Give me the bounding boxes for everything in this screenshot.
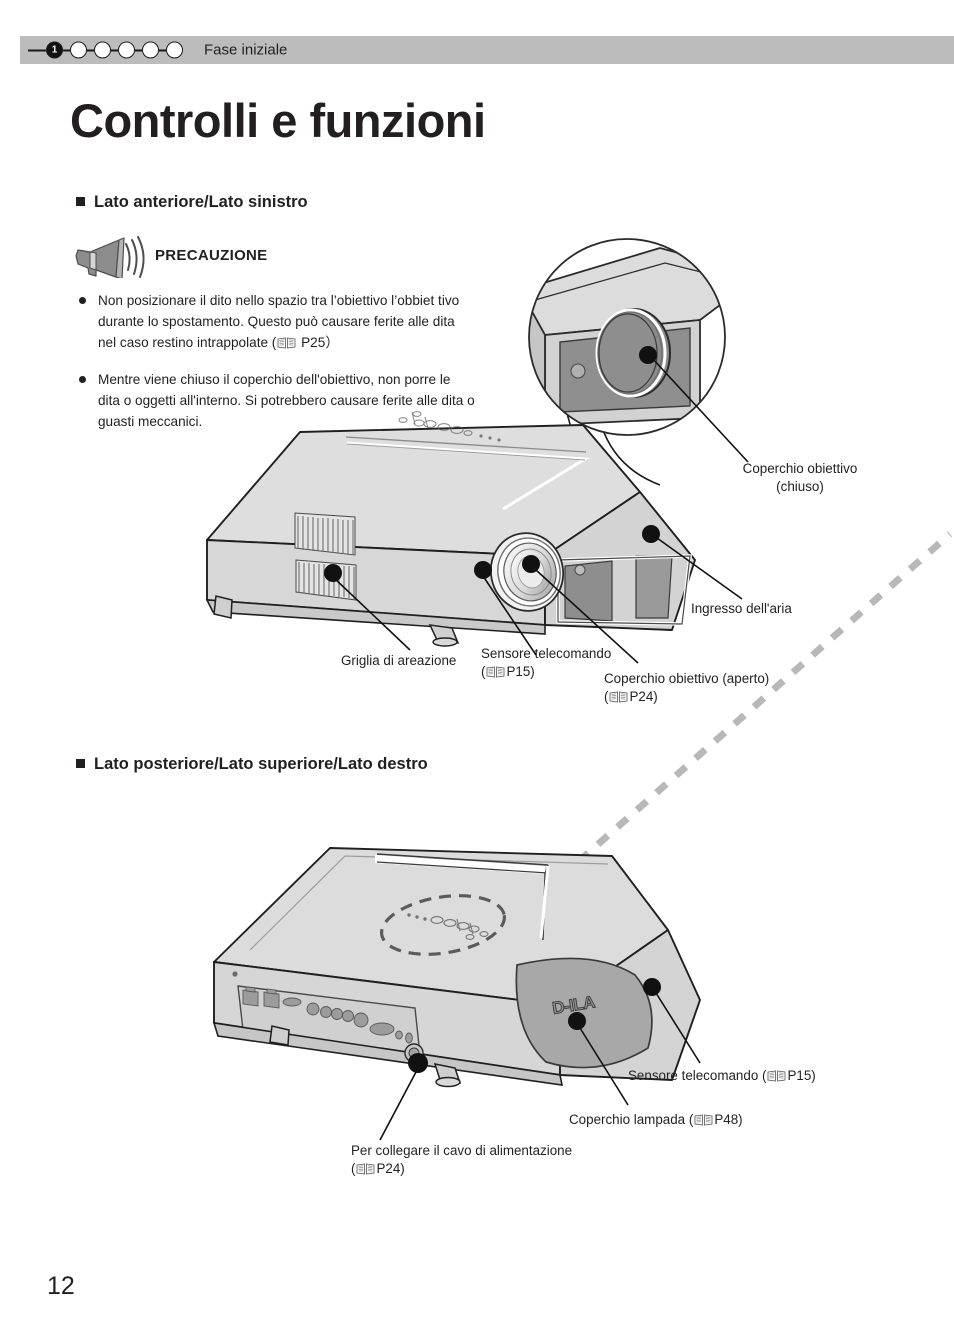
- callout-dot-air-intake: [642, 525, 660, 543]
- svg-text:D-ILA: D-ILA: [551, 992, 596, 1017]
- step-dot-5[interactable]: [142, 41, 159, 59]
- page-number: 12: [47, 1272, 75, 1300]
- section-heading-rear-label: Lato posteriore/Lato superiore/Lato dest…: [94, 755, 428, 773]
- callout-dot-lens-cover-open: [522, 555, 540, 573]
- dashed-guide-line: [517, 531, 953, 916]
- callout-lens-cover-closed-line1: Coperchio obiettivo: [742, 461, 858, 476]
- callout-dot-remote-sensor: [474, 561, 492, 579]
- section-heading-front: Lato anteriore/Lato sinistro: [76, 193, 308, 212]
- callout-remote-sensor-rear: Sensore telecomando ( P15): [628, 1067, 816, 1085]
- callout-lens-cover-closed-line2: (chiuso): [776, 479, 824, 494]
- chapter-step-bar: 1 Fase iniziale: [20, 36, 954, 64]
- callout-remote-sensor-front: Sensore telecomando (P15): [481, 645, 611, 681]
- callout-dot-lamp-cover: [568, 1012, 586, 1030]
- projector-rear-top-right-body: D-ILA: [212, 847, 701, 1088]
- book-reference-icon: [694, 1113, 713, 1126]
- callout-remote-sensor-front-line2: (P15): [481, 664, 535, 679]
- step-lead-line: [28, 49, 46, 51]
- caution-item-1-text-after: ）: [325, 335, 339, 350]
- step-dot-1-label: 1: [51, 44, 58, 55]
- step-connector-5: [159, 49, 166, 51]
- bullet-dot-icon: [79, 297, 86, 304]
- callout-air-intake: Ingresso dell'aria: [691, 600, 792, 618]
- callout-remote-sensor-front-line1: Sensore telecomando: [481, 646, 612, 661]
- callout-air-intake-label: Ingresso dell'aria: [691, 601, 792, 616]
- callout-lamp-cover-line2: P48): [714, 1112, 743, 1127]
- step-connector-4: [135, 49, 142, 51]
- callout-power-cord-line2: (P24): [351, 1161, 405, 1176]
- bullet-dot-icon: [79, 376, 86, 383]
- caution-item-1: Non posizionare il dito nello spazio tra…: [76, 290, 476, 353]
- bullet-square-icon: [76, 759, 85, 768]
- chapter-label: Fase iniziale: [204, 41, 288, 59]
- step-indicator-track: 1: [28, 41, 183, 59]
- caution-title: PRECAUZIONE: [155, 247, 268, 264]
- callout-lens-cover-open: Coperchio obiettivo (aperto) (P24): [604, 670, 769, 706]
- section-heading-front-label: Lato anteriore/Lato sinistro: [94, 193, 308, 211]
- callout-dot-remote-sensor-rear: [643, 978, 661, 996]
- callout-lens-cover-closed: Coperchio obiettivo (chiuso): [700, 460, 900, 496]
- caution-item-2-text: Mentre viene chiuso il coperchio dell'ob…: [98, 372, 475, 429]
- section-heading-rear: Lato posteriore/Lato superiore/Lato dest…: [76, 755, 428, 774]
- callout-lamp-cover-line1: Coperchio lampada (: [569, 1112, 694, 1127]
- callout-dot-exhaust-grille: [324, 564, 342, 582]
- magnified-lens-detail: [528, 238, 749, 493]
- callout-dot-power-cord: [408, 1053, 428, 1073]
- step-connector-2: [87, 49, 94, 51]
- rear-top-control-panel: [407, 913, 489, 940]
- front-callout-leaders: [324, 525, 743, 664]
- caution-item-1-ref: P25: [297, 335, 326, 350]
- megaphone-icon: [72, 234, 146, 280]
- caution-list: Non posizionare il dito nello spazio tra…: [76, 290, 476, 448]
- step-dot-4[interactable]: [118, 41, 135, 59]
- page-title: Controlli e funzioni: [70, 94, 486, 147]
- callout-power-cord-line1: Per collegare il cavo di alimentazione: [351, 1143, 573, 1158]
- book-reference-icon: [767, 1069, 786, 1082]
- power-socket: [404, 1043, 424, 1063]
- callout-lamp-cover: Coperchio lampada ( P48): [569, 1111, 743, 1129]
- step-dot-2[interactable]: [70, 41, 87, 59]
- step-dot-6[interactable]: [166, 41, 183, 59]
- connector-panel: [232, 971, 413, 1044]
- callout-exhaust-grille-label: Griglia di areazione: [341, 653, 457, 668]
- callout-lens-cover-open-line1: Coperchio obiettivo (aperto): [604, 671, 770, 686]
- caution-item-2: Mentre viene chiuso il coperchio dell'ob…: [76, 369, 476, 432]
- bullet-square-icon: [76, 197, 85, 206]
- exhaust-grille: [294, 512, 357, 601]
- step-connector-3: [111, 49, 118, 51]
- step-connector-1: [63, 49, 70, 51]
- book-reference-icon: [486, 665, 505, 678]
- book-reference-icon: [356, 1162, 375, 1175]
- step-dot-1[interactable]: 1: [46, 41, 63, 59]
- lens-assembly: [489, 532, 565, 612]
- callout-power-cord: Per collegare il cavo di alimentazione (…: [351, 1142, 572, 1178]
- control-panel-highlight-circle: [380, 894, 506, 956]
- book-reference-icon: [277, 334, 296, 349]
- callout-remote-sensor-rear-line2: P15): [787, 1068, 816, 1083]
- dila-logo: D-ILA: [550, 992, 596, 1018]
- step-dot-3[interactable]: [94, 41, 111, 59]
- callout-exhaust-grille: Griglia di areazione: [341, 652, 456, 670]
- callout-remote-sensor-rear-line1: Sensore telecomando (: [628, 1068, 767, 1083]
- book-reference-icon: [609, 690, 628, 703]
- callout-lens-cover-open-line2: (P24): [604, 689, 658, 704]
- caution-item-1-text: Non posizionare il dito nello spazio tra…: [98, 293, 460, 350]
